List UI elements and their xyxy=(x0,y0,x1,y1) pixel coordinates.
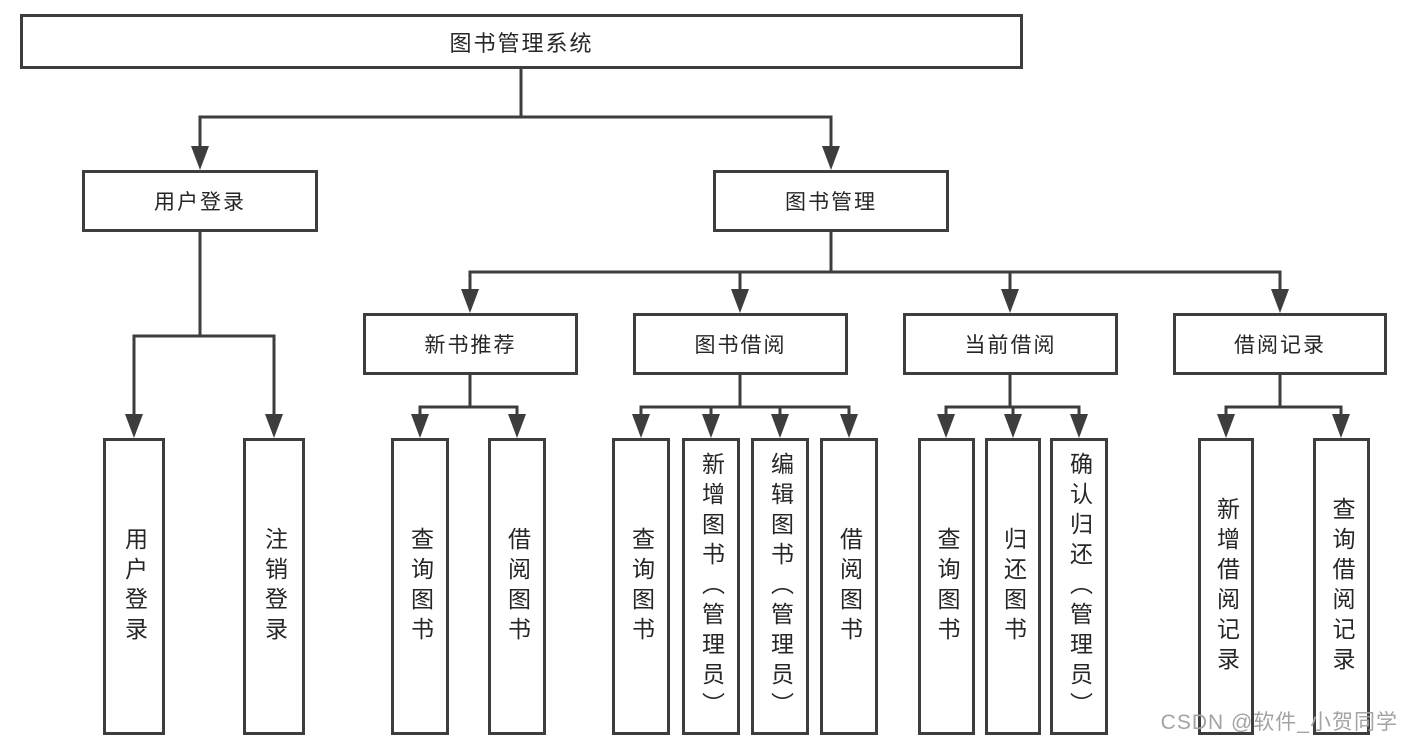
leaf-add-book-admin: 新增图书（管理员） xyxy=(682,438,740,735)
leaf-logout-label: 注销登录 xyxy=(261,526,288,647)
leaf-logout: 注销登录 xyxy=(243,438,305,735)
node-book-borrow: 图书借阅 xyxy=(633,313,848,375)
node-book-borrow-label: 图书借阅 xyxy=(694,334,787,357)
node-borrow-records: 借阅记录 xyxy=(1173,313,1387,375)
node-root: 图书管理系统 xyxy=(20,14,1023,69)
leaf-query-books-recommend-label: 查询图书 xyxy=(407,526,434,647)
leaf-query-borrow-record: 查询借阅记录 xyxy=(1313,438,1370,735)
leaf-add-borrow-record: 新增借阅记录 xyxy=(1198,438,1254,735)
leaf-confirm-return-admin-label: 确认归还（管理员） xyxy=(1066,451,1093,722)
leaf-add-borrow-record-label: 新增借阅记录 xyxy=(1213,496,1240,677)
leaf-add-book-admin-label: 新增图书（管理员） xyxy=(698,451,725,722)
leaf-query-books-borrow-label: 查询图书 xyxy=(628,526,655,647)
node-user-login-label: 用户登录 xyxy=(154,191,246,214)
leaf-return-book-label: 归还图书 xyxy=(1000,526,1027,647)
leaf-query-books-current-label: 查询图书 xyxy=(934,526,960,647)
leaf-borrow-books-recommend: 借阅图书 xyxy=(488,438,546,735)
leaf-confirm-return-admin: 确认归还（管理员） xyxy=(1050,438,1108,735)
leaf-query-borrow-record-label: 查询借阅记录 xyxy=(1329,496,1355,677)
leaf-borrow-books-recommend-label: 借阅图书 xyxy=(504,526,531,647)
leaf-return-book: 归还图书 xyxy=(985,438,1041,735)
node-new-book-recommend-label: 新书推荐 xyxy=(424,334,517,357)
leaf-query-books-current: 查询图书 xyxy=(918,438,975,735)
node-borrow-records-label: 借阅记录 xyxy=(1234,334,1326,357)
leaf-user-login-label: 用户登录 xyxy=(121,526,148,647)
leaf-borrow-books-label: 借阅图书 xyxy=(836,526,863,647)
leaf-borrow-books: 借阅图书 xyxy=(820,438,878,735)
node-book-management-label: 图书管理 xyxy=(785,191,877,214)
node-current-borrow-label: 当前借阅 xyxy=(964,334,1057,357)
leaf-user-login: 用户登录 xyxy=(103,438,165,735)
node-current-borrow: 当前借阅 xyxy=(903,313,1118,375)
node-new-book-recommend: 新书推荐 xyxy=(363,313,578,375)
leaf-edit-book-admin-label: 编辑图书（管理员） xyxy=(767,451,794,722)
node-book-management: 图书管理 xyxy=(713,170,949,232)
leaf-edit-book-admin: 编辑图书（管理员） xyxy=(751,438,809,735)
leaf-query-books-recommend: 查询图书 xyxy=(391,438,449,735)
csdn-watermark: CSDN @软件_小贺同学 xyxy=(1160,711,1398,734)
node-user-login: 用户登录 xyxy=(82,170,318,232)
node-root-label: 图书管理系统 xyxy=(449,30,594,56)
leaf-query-books-borrow: 查询图书 xyxy=(612,438,670,735)
